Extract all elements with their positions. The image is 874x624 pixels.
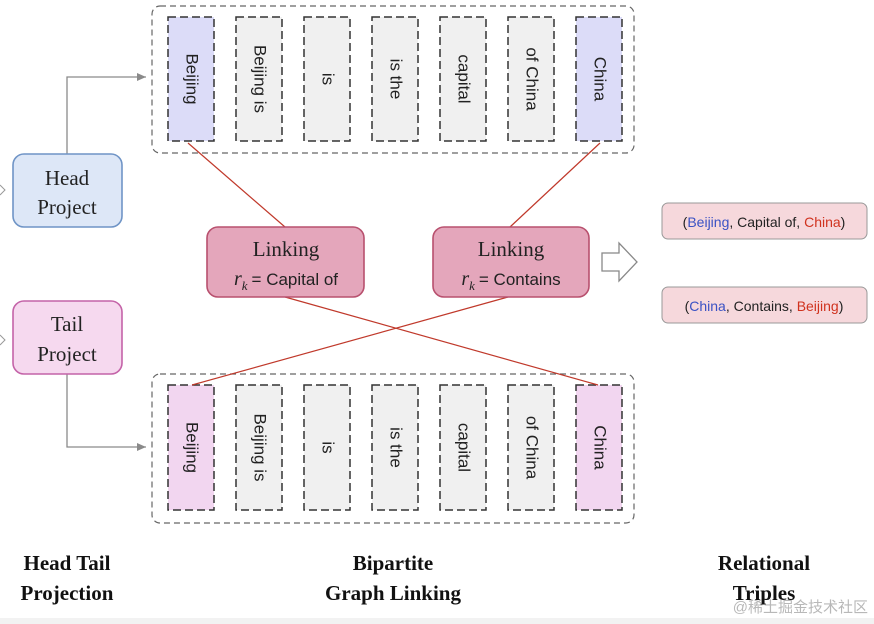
tail-token: Beijing: [167, 384, 215, 511]
head-token-box: [371, 16, 419, 142]
head-token-label: Beijing is: [251, 45, 270, 113]
caption-linking-line2: Graph Linking: [325, 581, 461, 605]
caption-projection-line1: Head Tail: [24, 551, 111, 575]
head-token-label: is the: [387, 59, 406, 100]
linking-title: Linking: [478, 237, 545, 261]
output-arrow-icon: [601, 241, 638, 283]
tail-token-label: China: [591, 425, 610, 470]
tail-token-label: Beijing: [183, 422, 202, 473]
link-line-capital-of-china: [284, 296, 599, 386]
head-project-line1: Head: [45, 166, 90, 190]
head-token-box: [439, 16, 487, 142]
head-token: China: [575, 16, 623, 142]
caption-triples-line2: Triples: [733, 581, 796, 605]
link-line-contains-beijing: [191, 296, 509, 386]
tail-token-box: [167, 384, 215, 511]
tail-project-line2: Project: [37, 342, 97, 366]
tail-token-box: [439, 384, 487, 511]
tail-token-label: Beijing is: [251, 413, 270, 481]
tail-token: is the: [371, 384, 419, 511]
triple-1-text: (Beijing, Capital of, China): [683, 214, 846, 230]
tail-token-box: [371, 384, 419, 511]
head-token: Beijing: [167, 16, 215, 142]
tail-token: Beijing is: [235, 384, 283, 511]
head-token: capital: [439, 16, 487, 142]
head-token-box: [507, 16, 555, 142]
caption-triples-line1: Relational: [718, 551, 810, 575]
tail-token-list: Beijing Beijing is is is the capital of China…: [167, 384, 623, 511]
link-line-china-contains: [509, 142, 601, 228]
head-token: Beijing is: [235, 16, 283, 142]
footer-strip: [0, 618, 874, 624]
head-token-label: of China: [523, 47, 542, 111]
tail-project-arrow: [66, 374, 146, 451]
tail-project-box: Tail Project: [12, 300, 123, 375]
caption-projection-line2: Projection: [21, 581, 114, 605]
head-input-arrow-icon: [0, 184, 6, 196]
head-token-label: is: [319, 73, 338, 85]
triple-2-text: (China, Contains, Beijing): [685, 298, 844, 314]
tail-token: is: [303, 384, 351, 511]
tail-token-group: [151, 373, 635, 524]
link-line-beijing-capital-of: [187, 142, 286, 228]
triple-1: (Beijing, Capital of, China): [661, 202, 868, 240]
head-token: is the: [371, 16, 419, 142]
tail-token-label: of China: [523, 416, 542, 480]
tail-token-box: [303, 384, 351, 511]
tail-token-box: [575, 384, 623, 511]
head-project-box: Head Project: [12, 153, 123, 228]
head-token-group: [151, 5, 635, 154]
head-token-box: [167, 16, 215, 142]
head-project-line2: Project: [37, 195, 97, 219]
linking-box-capital-of: Linking rk= Capital of: [206, 226, 365, 298]
head-token: is: [303, 16, 351, 142]
tail-token: China: [575, 384, 623, 511]
watermark-text: @稀土掘金技术社区: [733, 599, 868, 616]
triple-2: (China, Contains, Beijing): [661, 286, 868, 324]
head-project-arrow: [66, 73, 146, 154]
tail-input-arrow-icon: [0, 334, 6, 346]
head-token-box: [575, 16, 623, 142]
tail-token: of China: [507, 384, 555, 511]
head-token-label: capital: [455, 54, 474, 103]
linking-box-contains: Linking rk= Contains: [432, 226, 590, 298]
tail-token-label: capital: [455, 423, 474, 472]
head-token-box: [235, 16, 283, 142]
tail-project-line1: Tail: [51, 312, 84, 336]
head-token-label: Beijing: [183, 53, 202, 104]
linking-relation-label: rk= Contains: [461, 268, 560, 293]
head-token-list: Beijing Beijing is is is the capital of China…: [167, 16, 623, 142]
head-token-box: [303, 16, 351, 142]
tail-token: capital: [439, 384, 487, 511]
tail-token-label: is the: [387, 427, 406, 468]
tail-token-label: is: [319, 441, 338, 453]
head-token: of China: [507, 16, 555, 142]
linking-relation-label: rk= Capital of: [234, 268, 338, 293]
tail-token-box: [235, 384, 283, 511]
caption-linking-line1: Bipartite: [353, 551, 433, 575]
tail-token-box: [507, 384, 555, 511]
linking-title: Linking: [253, 237, 320, 261]
head-token-label: China: [591, 57, 610, 102]
